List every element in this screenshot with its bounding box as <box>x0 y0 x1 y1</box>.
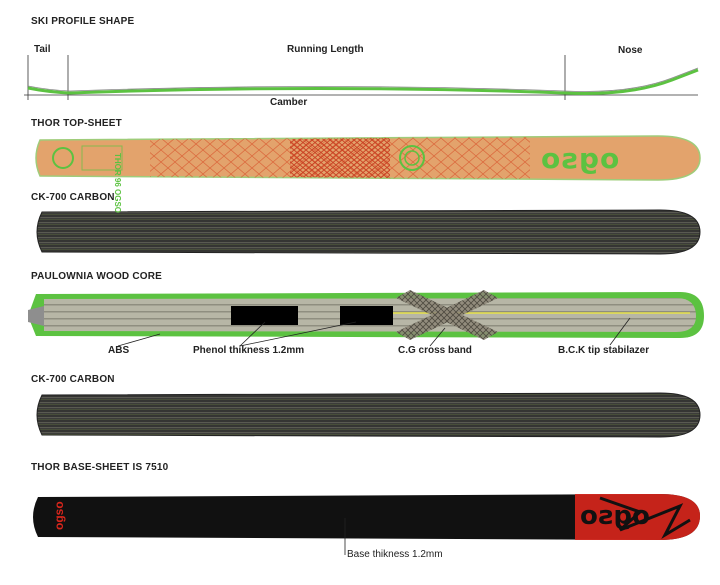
profile-title: SKI PROFILE SHAPE <box>31 16 135 27</box>
phenol-leader-2 <box>239 321 357 347</box>
cg-leader <box>429 327 446 347</box>
phenol-label: Phenol thikness 1.2mm <box>193 345 305 356</box>
base-body <box>33 494 700 540</box>
cross-band-b <box>396 290 498 340</box>
carbon1-ski <box>36 209 701 255</box>
base-nose-logo: ogso <box>580 501 650 531</box>
phenol-block-1 <box>231 306 298 325</box>
base-thickness-label: Base thikness 1.2mm <box>347 549 443 560</box>
phenol-block-2 <box>340 306 393 325</box>
base-nose-pattern <box>599 496 691 540</box>
bck-leader <box>609 317 631 346</box>
topsheet-side-block <box>81 145 123 171</box>
topsheet-side-text: THOR 96 OGSO <box>113 153 122 214</box>
running-length-label: Running Length <box>287 44 364 55</box>
abs-leader <box>117 333 161 347</box>
carbon2-body <box>36 392 701 438</box>
base-ski <box>33 494 700 555</box>
bck-label: B.C.K tip stabilazer <box>558 345 650 356</box>
base-title: THOR BASE-SHEET IS 7510 <box>31 462 169 473</box>
topsheet-logo: ogso <box>540 142 620 175</box>
core-ski <box>28 290 704 347</box>
profile-shape-top <box>27 67 699 92</box>
camber-label: Camber <box>270 97 308 108</box>
carbon1-body <box>36 209 701 255</box>
base-tail-logo: ogso <box>52 501 66 530</box>
abs-label: ABS <box>108 345 130 356</box>
core-title: PAULOWNIA WOOD CORE <box>31 271 163 282</box>
carbon1-title: CK-700 CARBON <box>31 192 115 203</box>
topsheet-pattern-dense <box>290 138 390 178</box>
cg-label: C.G cross band <box>398 345 472 356</box>
nose-label: Nose <box>618 45 643 56</box>
topsheet-ski <box>35 135 701 181</box>
topsheet-emblem-right-inner <box>404 150 420 166</box>
topsheet-emblem-right <box>399 145 425 171</box>
phenol-leader-1 <box>239 321 266 347</box>
tail-label: Tail <box>34 44 51 55</box>
carbon2-title: CK-700 CARBON <box>31 374 115 385</box>
topsheet-title: THOR TOP-SHEET <box>31 118 122 129</box>
topsheet-emblem-left <box>52 147 74 169</box>
carbon2-ski <box>36 392 701 438</box>
profile-diagram <box>24 55 699 100</box>
core-tail-piece <box>28 306 44 326</box>
profile-shape <box>27 68 699 95</box>
